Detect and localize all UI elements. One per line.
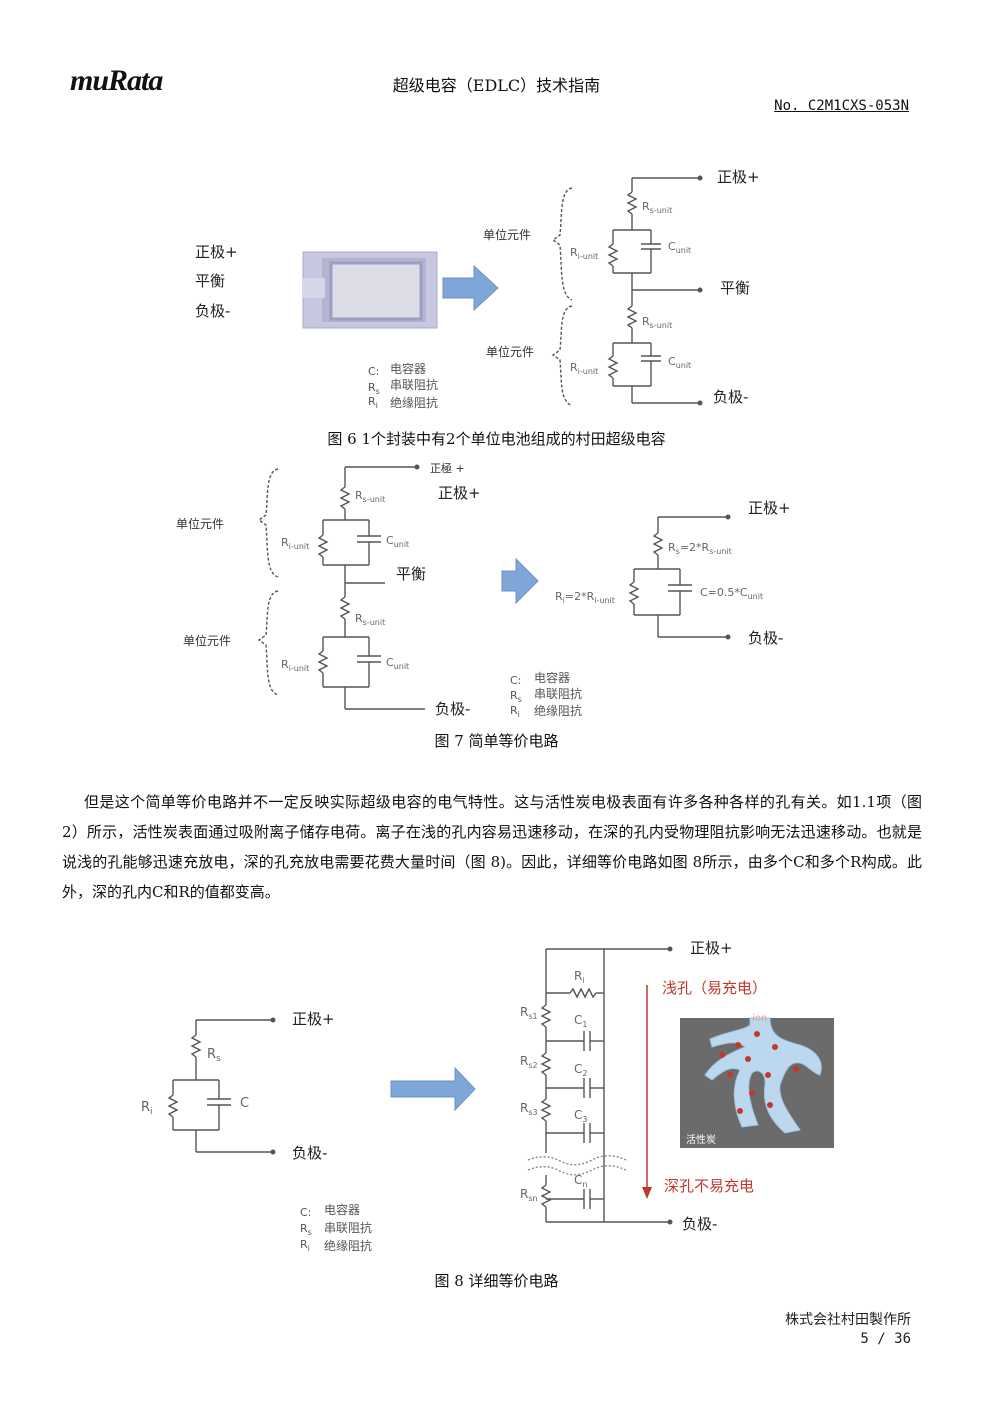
deep-pore-label: 深孔不易充电 (664, 1177, 754, 1195)
fig6-legend: C: 电容器 Rs 串联阻抗 Ri 绝缘阻抗 (368, 361, 438, 410)
body-paragraph: 但是这个简单等价电路并不一定反映实际超级电容的电气特性。这与活性炭电极表面有许多… (62, 793, 922, 901)
svg-text:Rs1: Rs1 (520, 1005, 538, 1021)
fig8-pos-left: 正极+ (292, 1010, 335, 1028)
fig7-left-circuit (257, 466, 425, 710)
svg-text:Cunit: Cunit (386, 534, 409, 549)
footer-company: 株式会社村田製作所 (785, 1312, 911, 1328)
right-arrow-icon (501, 557, 539, 605)
figure-6: 正极+ 平衡 负极- (195, 168, 760, 410)
fig8-ladder-circuit (527, 948, 670, 1223)
fig6-circuit (551, 177, 700, 407)
svg-text:Ri-unit: Ri-unit (281, 536, 309, 551)
fig8-legend: C: 电容器 Rs 串联阻抗 Ri 绝缘阻抗 (300, 1202, 372, 1253)
figure-8-caption: 图 8 详细等价电路 (434, 1272, 559, 1290)
murata-logo: muRata (70, 64, 163, 97)
fig6-left-bal: 平衡 (195, 272, 225, 290)
svg-text:Rs-unit: Rs-unit (642, 315, 672, 330)
svg-text:绝缘阻抗: 绝缘阻抗 (390, 395, 438, 410)
svg-text:Rs-unit: Rs-unit (355, 612, 385, 627)
fig7-bal: 平衡 (396, 565, 426, 583)
svg-text:C:: C: (300, 1206, 311, 1219)
svg-text:绝缘阻抗: 绝缘阻抗 (324, 1238, 372, 1253)
fig7-unit-label-2: 单位元件 (183, 633, 231, 648)
svg-text:Rs: Rs (300, 1222, 312, 1237)
fig8-pos-right: 正极+ (690, 939, 733, 957)
fig7-pos-right: 正极+ (748, 499, 791, 517)
fig6-unit-label-1: 单位元件 (483, 227, 531, 242)
figure-7: Rs-unit Ri-unit Cunit Rs-unit Ri-unit Cu… (176, 461, 791, 719)
svg-text:C1: C1 (574, 1013, 587, 1029)
svg-text:串联阻抗: 串联阻抗 (390, 377, 438, 392)
right-arrow-icon (442, 264, 499, 312)
fig6-left-neg: 负极- (195, 302, 230, 320)
svg-text:Cunit: Cunit (386, 656, 409, 671)
activated-carbon-image: ion 活性炭 (680, 1013, 834, 1148)
svg-text:电容器: 电容器 (534, 670, 570, 685)
svg-text:串联阻抗: 串联阻抗 (534, 686, 582, 701)
figure-7-caption: 图 7 简单等价电路 (434, 732, 559, 750)
document-number: No. C2M1CXS-053N (774, 98, 909, 114)
fig8-neg-right: 负极- (682, 1215, 717, 1233)
svg-text:Ri-unit: Ri-unit (570, 246, 598, 261)
fig8-left-circuit (167, 1019, 273, 1153)
svg-text:C:: C: (368, 365, 379, 378)
fig6-bal: 平衡 (720, 279, 750, 297)
svg-text:Ri-unit: Ri-unit (570, 361, 598, 376)
ion-label: ion (752, 1013, 767, 1024)
shallow-pore-label: 浅孔（易充电） (662, 979, 767, 997)
svg-text:Ri: Ri (574, 969, 585, 985)
svg-text:Cn: Cn (574, 1173, 587, 1189)
svg-text:Rs: Rs (207, 1047, 221, 1064)
fig6-rs-top: Rs-unit (642, 200, 672, 215)
svg-text:Ri: Ri (510, 704, 520, 719)
fig7-unit-label-1: 单位元件 (176, 516, 224, 531)
fig7-top-label: 正極 + (430, 461, 465, 475)
right-arrow-icon (390, 1066, 476, 1112)
fig6-neg: 负极- (713, 388, 748, 406)
page-title: 超级电容（EDLC）技术指南 (392, 76, 601, 95)
fig7-neg-left: 负极- (435, 700, 470, 718)
fig7-neg-right: 负极- (748, 629, 783, 647)
svg-text:Ri-unit: Ri-unit (281, 658, 309, 673)
svg-text:C:: C: (510, 674, 521, 687)
svg-text:Rs=2*Rs-unit: Rs=2*Rs-unit (668, 541, 732, 556)
svg-text:C=0.5*Cunit: C=0.5*Cunit (700, 586, 763, 601)
figure-8: Rs Ri C 正极+ 负极- C: 电容器 Rs 串联阻抗 Ri 绝缘阻抗 (141, 939, 834, 1253)
svg-text:Cunit: Cunit (668, 240, 691, 255)
svg-text:Rs2: Rs2 (520, 1054, 538, 1070)
footer-page-number: 5 / 36 (860, 1331, 911, 1347)
svg-text:Rs: Rs (368, 381, 380, 396)
svg-text:Rs: Rs (510, 689, 522, 704)
svg-text:电容器: 电容器 (324, 1202, 360, 1217)
fig7-right-circuit (628, 516, 728, 638)
svg-text:绝缘阻抗: 绝缘阻抗 (534, 703, 582, 718)
svg-text:Ri: Ri (300, 1238, 310, 1253)
figure-6-caption: 图 6 1个封装中有2个单位电池组成的村田超级电容 (327, 430, 666, 448)
svg-text:C: C (240, 1096, 249, 1111)
svg-text:C2: C2 (574, 1062, 587, 1078)
svg-text:Cunit: Cunit (668, 355, 691, 370)
svg-text:Rs3: Rs3 (520, 1101, 538, 1117)
svg-text:Rsn: Rsn (520, 1187, 538, 1203)
svg-text:Ri: Ri (141, 1100, 153, 1117)
svg-text:Ri=2*Ri-unit: Ri=2*Ri-unit (555, 590, 615, 605)
fig6-pos: 正极+ (717, 168, 760, 186)
svg-text:Rs-unit: Rs-unit (355, 489, 385, 504)
fig6-unit-label-2: 单位元件 (486, 344, 534, 359)
fig7-pos-left: 正极+ (438, 484, 481, 502)
package-drawing (302, 251, 438, 329)
carbon-label: 活性炭 (686, 1133, 716, 1146)
svg-text:Ri: Ri (368, 395, 378, 410)
fig7-legend: C: 电容器 Rs 串联阻抗 Ri 绝缘阻抗 (510, 670, 582, 719)
svg-text:电容器: 电容器 (390, 361, 426, 376)
fig8-neg-left: 负极- (292, 1144, 327, 1162)
svg-text:C3: C3 (574, 1108, 587, 1124)
svg-text:串联阻抗: 串联阻抗 (324, 1220, 372, 1235)
fig6-left-pos: 正极+ (195, 243, 238, 261)
